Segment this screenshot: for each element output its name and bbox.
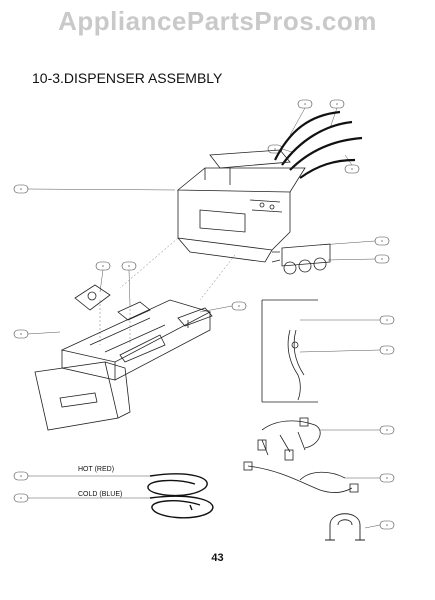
pipe-bracket bbox=[261, 299, 318, 403]
clamp bbox=[325, 513, 365, 541]
leader-lines bbox=[27, 107, 381, 529]
siphon-cap bbox=[74, 284, 111, 311]
drawer-clip bbox=[177, 307, 213, 328]
page-number: 43 bbox=[211, 552, 224, 564]
callout-bubbles bbox=[13, 99, 395, 530]
section-title: 10-3.DISPENSER ASSEMBLY bbox=[32, 70, 223, 86]
callout-marks bbox=[20, 103, 388, 526]
watermark: AppliancePartsPros.com bbox=[58, 6, 377, 36]
drawer-front bbox=[34, 361, 131, 431]
detergent-drawer bbox=[60, 299, 212, 381]
hot-hose-label: HOT (RED) bbox=[78, 466, 114, 473]
wire-harness bbox=[257, 417, 321, 461]
hose-bundle bbox=[274, 110, 363, 179]
inlet-hoses bbox=[147, 473, 214, 519]
alignment-lines bbox=[99, 237, 236, 345]
water-valve bbox=[271, 243, 331, 275]
cold-hose-label: COLD (BLUE) bbox=[78, 491, 122, 498]
cable-assembly bbox=[243, 461, 359, 494]
softener-cap bbox=[117, 301, 151, 321]
dispenser-housing bbox=[176, 149, 306, 263]
